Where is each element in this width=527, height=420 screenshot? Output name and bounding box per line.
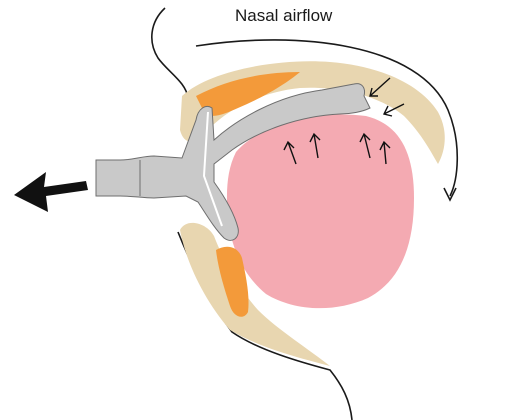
nasal-airflow-label: Nasal airflow — [235, 6, 333, 25]
airflow-curve-arrowhead — [444, 188, 456, 200]
outflow-arrow — [14, 172, 88, 212]
